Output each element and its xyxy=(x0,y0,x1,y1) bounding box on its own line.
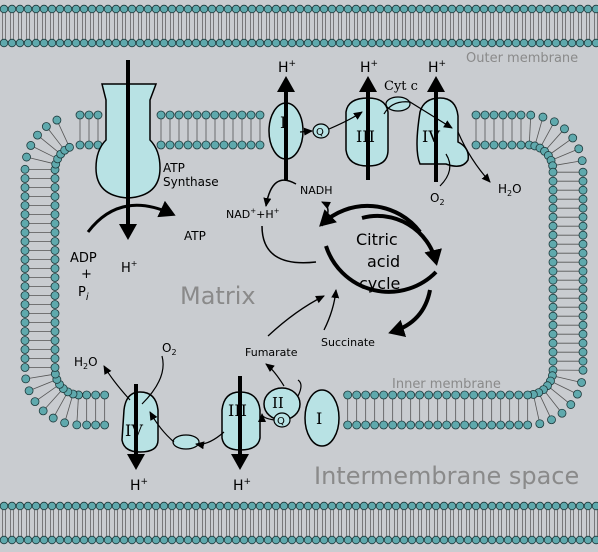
h-plus-IV-bottom: H+ xyxy=(130,477,148,494)
adp-label: ADP xyxy=(70,251,97,266)
complex-III-bottom: III xyxy=(222,376,260,466)
h-plus-III-top: H+ xyxy=(360,59,378,76)
succinate-label: Succinate xyxy=(321,336,375,349)
atp-synthase-label-1: ATP xyxy=(163,161,185,175)
complex-III-top-label: III xyxy=(356,127,375,146)
h2o-top: H2O xyxy=(498,182,522,198)
inner-membrane-label: Inner membrane xyxy=(392,377,501,392)
ubiquinone-top: Q xyxy=(313,124,329,138)
complex-I-bottom-label: I xyxy=(316,409,322,428)
outer-membrane-top xyxy=(0,5,598,47)
h-plus-atp: H+ xyxy=(121,259,137,276)
ubiquinone-bottom: Q xyxy=(274,413,290,427)
complex-II-label: II xyxy=(272,394,284,412)
matrix-label: Matrix xyxy=(180,282,256,310)
pi-label: Pi xyxy=(78,285,89,303)
complex-I-top: I xyxy=(269,80,303,180)
cyt-c-bottom xyxy=(173,435,199,449)
complex-IV-bottom-label: IV xyxy=(125,421,143,440)
citric-label-3: cycle xyxy=(359,274,400,293)
complex-I-top-label: I xyxy=(280,113,286,132)
intermembrane-space-label: Intermembrane space xyxy=(314,462,579,490)
q-top-label: Q xyxy=(316,127,324,138)
nad-label: NAD++H+ xyxy=(226,207,280,221)
adp-plus: + xyxy=(81,267,92,282)
cyt-c-label: Cyt c xyxy=(384,79,418,94)
citric-label-1: Citric xyxy=(356,230,398,249)
nadh-label: NADH xyxy=(300,184,333,197)
o2-top: O2 xyxy=(430,191,445,207)
complex-III-bottom-label: III xyxy=(228,401,247,420)
complex-III-top: III xyxy=(346,80,388,180)
h-plus-III-bottom: H+ xyxy=(233,477,251,494)
o2-bottom: O2 xyxy=(162,341,177,357)
outer-membrane-label: Outer membrane xyxy=(466,51,578,66)
atp-synthase-label-2: Synthase xyxy=(163,175,219,189)
h-plus-I-top: H+ xyxy=(278,59,296,76)
outer-membrane-bottom xyxy=(0,502,598,544)
q-bottom-label: Q xyxy=(277,416,285,427)
complex-IV-top-label: IV xyxy=(422,127,440,146)
complex-I-bottom: I xyxy=(305,390,339,446)
cyt-c-top xyxy=(386,97,410,111)
fumarate-label: Fumarate xyxy=(245,346,298,359)
h2o-bottom: H2O xyxy=(74,355,98,371)
h-plus-IV-top: H+ xyxy=(428,59,446,76)
complex-IV-top: IV xyxy=(417,80,468,182)
atp-label: ATP xyxy=(184,229,206,243)
citric-label-2: acid xyxy=(367,252,400,271)
